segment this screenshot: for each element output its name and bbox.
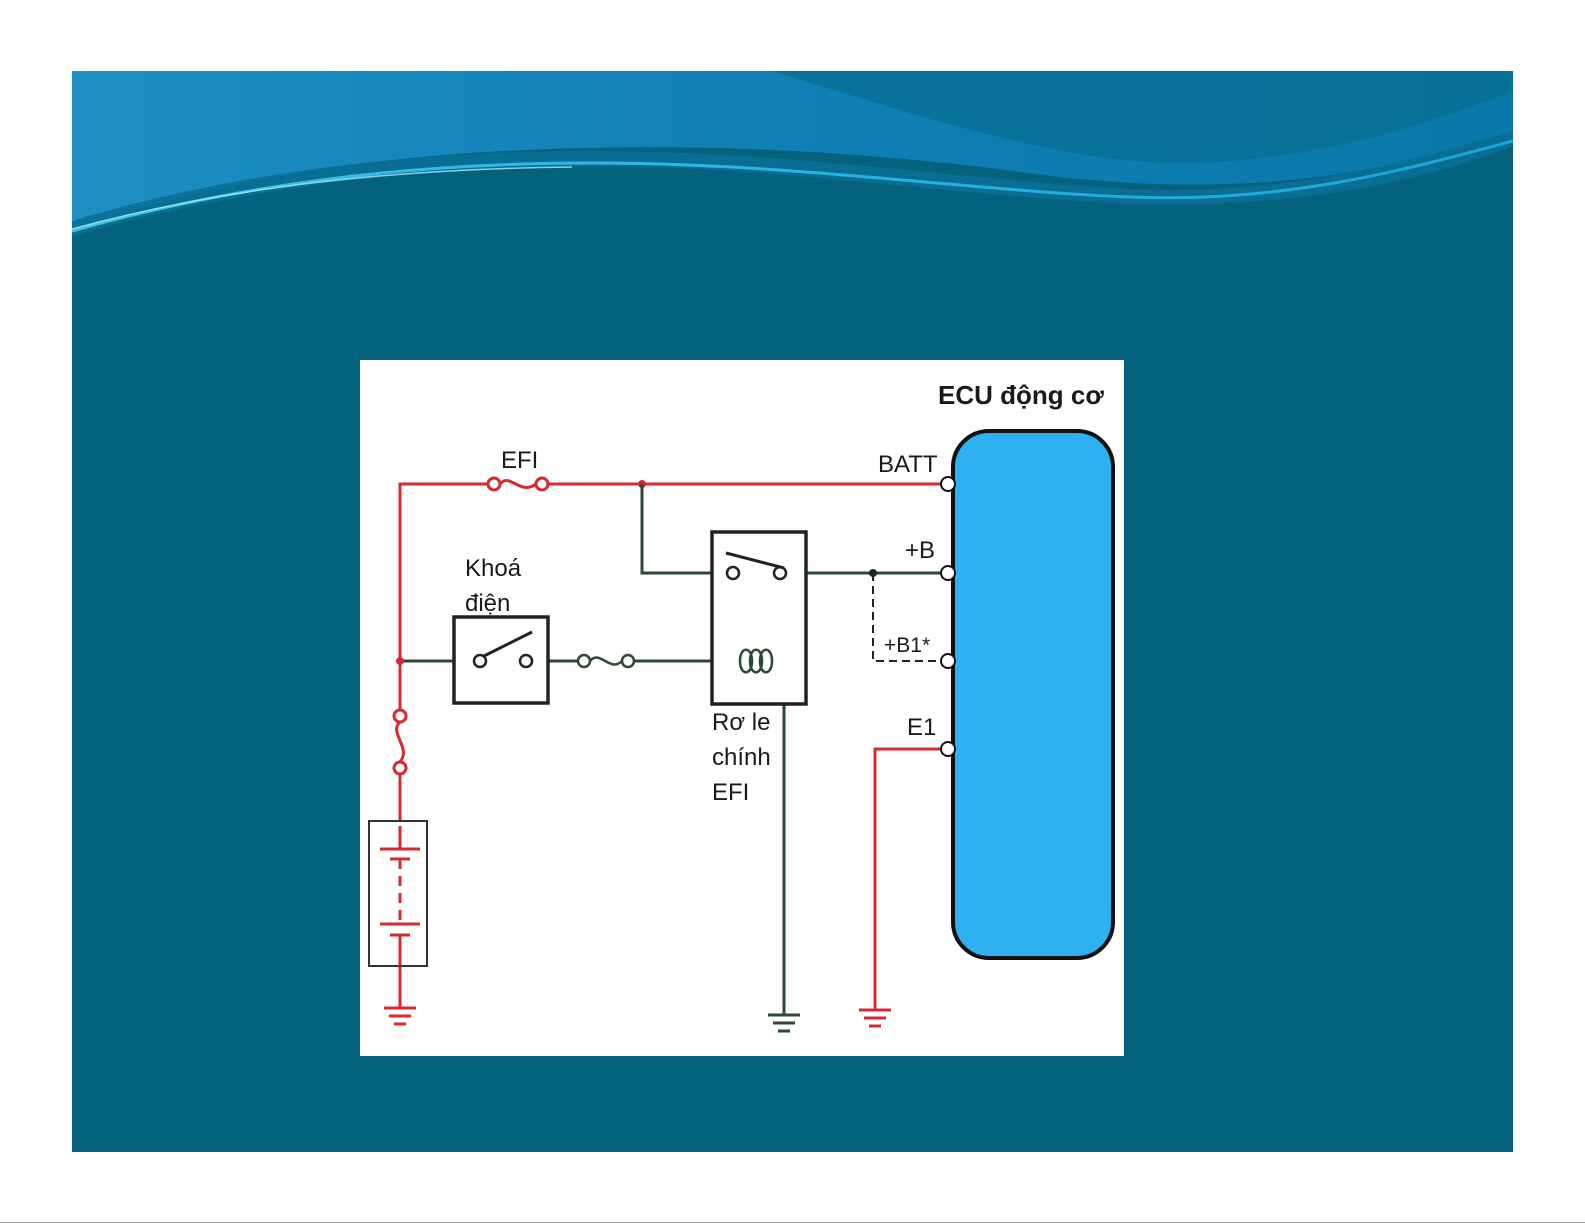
page-bottom-rule	[0, 1222, 1585, 1223]
efi-main-relay	[712, 532, 806, 704]
relay-ground-symbol	[768, 1015, 800, 1031]
plus-b-junction-dot	[869, 569, 877, 577]
e1-ground-symbol	[859, 1010, 891, 1026]
efi-power-circuit-diagram: ECU động cơ EFI	[360, 360, 1124, 1056]
inline-fuse	[578, 655, 634, 667]
ignition-switch	[454, 617, 548, 703]
efi-fuse	[488, 478, 548, 490]
fusible-link	[394, 710, 406, 774]
plus-b-terminal-label: +B	[905, 537, 935, 564]
batt-terminal	[941, 477, 955, 491]
batt-terminal-label: BATT	[878, 451, 938, 478]
ecu-title: ECU động cơ	[938, 380, 1104, 410]
plus-b1-terminal-label: +B1*	[884, 634, 930, 657]
header-wave-decoration	[72, 71, 1513, 331]
relay-label-line1: Rơ le	[712, 709, 770, 736]
plus-b1-terminal	[941, 654, 955, 668]
battery-ground-symbol	[384, 1008, 416, 1024]
relay-label-line2: chính	[712, 744, 771, 771]
ignition-switch-label-line1: Khoá	[465, 555, 522, 582]
left-rail-junction-dot	[396, 657, 404, 665]
wiring-diagram-panel: ECU động cơ EFI	[360, 360, 1124, 1056]
ecu-block	[953, 431, 1113, 958]
efi-fuse-label: EFI	[501, 447, 538, 474]
relay-label-line3: EFI	[712, 779, 749, 806]
e1-terminal-label: E1	[907, 714, 936, 741]
battery	[369, 821, 427, 966]
ignition-switch-label-line2: điện	[465, 590, 510, 617]
plus-b-terminal	[941, 566, 955, 580]
e1-terminal	[941, 742, 955, 756]
